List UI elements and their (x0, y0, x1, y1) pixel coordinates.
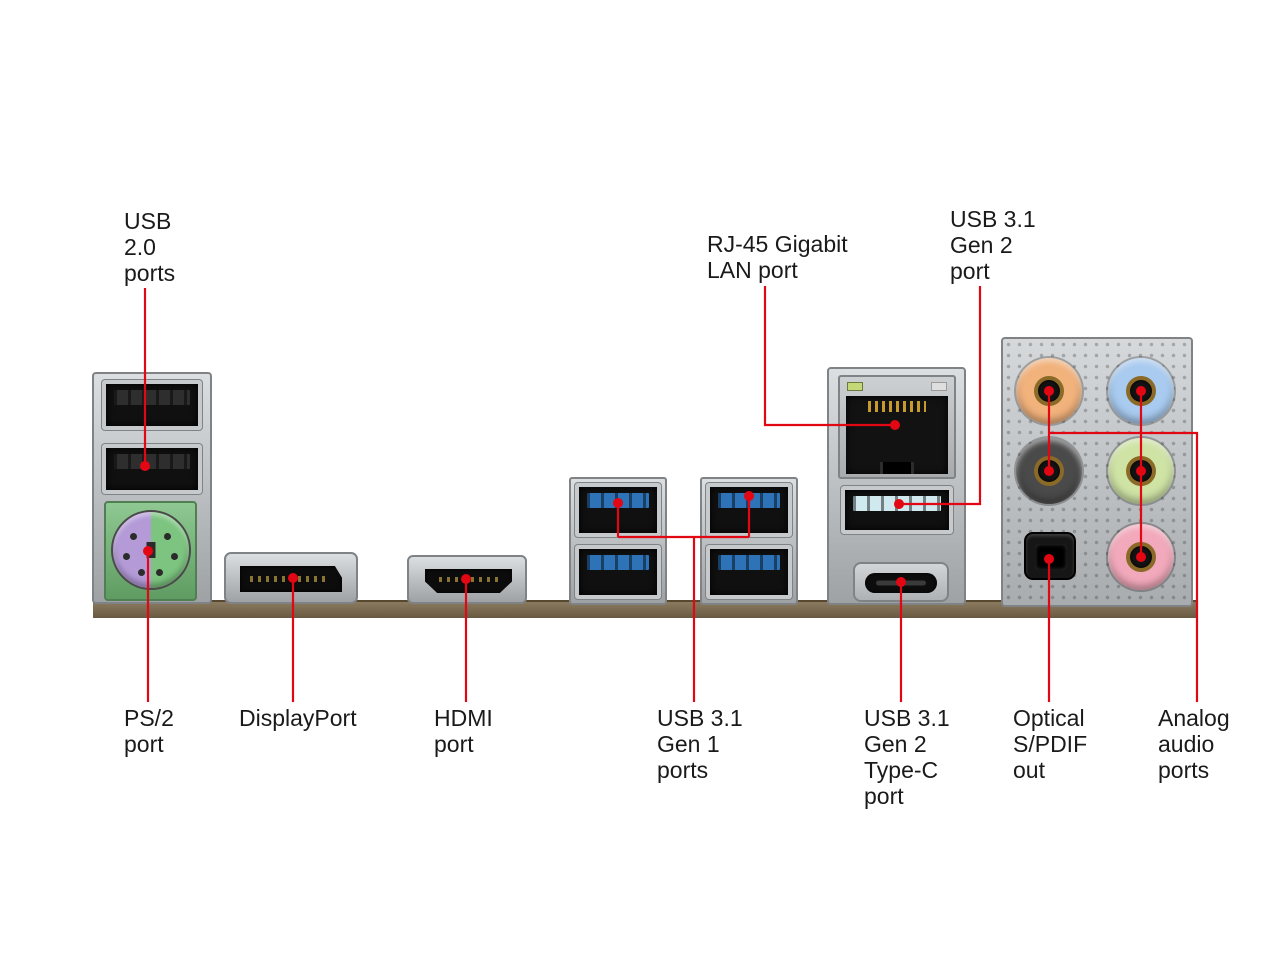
usb-3.1-gen2-port (841, 486, 953, 534)
audio-jack-black (1016, 438, 1082, 504)
usb3-tongue (587, 555, 649, 570)
jack-hole (1126, 376, 1156, 406)
label-usb-3.1-gen1-ports: USB 3.1 Gen 1 ports (657, 705, 743, 783)
jack-hole (1034, 376, 1064, 406)
lan-led-left (847, 382, 863, 391)
ps2-combo-port (111, 510, 191, 590)
usb-3.1-gen1-port-3 (706, 483, 792, 537)
displayport-contacts (250, 576, 330, 582)
displayport-slot (240, 566, 342, 592)
label-ps2-port: PS/2 port (124, 705, 174, 757)
audio-jack-orange (1016, 358, 1082, 424)
rj45-contacts (868, 401, 926, 412)
usb-2.0-port-top (102, 380, 202, 430)
usb-2.0-port-bottom (102, 444, 202, 494)
audio-jack-pink (1108, 524, 1174, 590)
rj45-opening (846, 396, 948, 474)
usb3-gen1-stack-2 (700, 477, 798, 605)
label-hdmi-port: HDMI port (434, 705, 493, 757)
hdmi-contacts (439, 577, 499, 582)
usb-3.1-gen1-port-2 (575, 545, 661, 599)
usb2-tongue (114, 454, 190, 469)
hdmi-port (407, 555, 527, 604)
type-c-slot (865, 573, 937, 593)
label-analog-audio-ports: Analog audio ports (1158, 705, 1230, 783)
optical-spdif-out (1024, 532, 1076, 580)
usb3-tongue (718, 493, 780, 508)
jack-hole (1034, 456, 1064, 486)
label-rj45-lan-port: RJ-45 Gigabit LAN port (707, 231, 848, 283)
usb-3.1-gen2-type-c-port (853, 562, 949, 602)
optical-opening (1035, 544, 1067, 570)
jack-hole (1126, 542, 1156, 572)
label-usb-3.1-gen2-port: USB 3.1 Gen 2 port (950, 206, 1036, 284)
usb-3.1-gen1-port-1 (575, 483, 661, 537)
hdmi-slot (425, 569, 512, 593)
audio-jack-blue (1108, 358, 1174, 424)
usb-gen2-tongue (853, 496, 941, 511)
label-optical-spdif-out: Optical S/PDIF out (1013, 705, 1088, 783)
usb-3.1-gen1-port-4 (706, 545, 792, 599)
type-c-tongue (876, 580, 926, 586)
ps2-key-slot (146, 542, 156, 558)
usb3-tongue (718, 555, 780, 570)
usb3-tongue (587, 493, 649, 508)
label-usb-2.0-ports: USB 2.0 ports (124, 208, 176, 286)
displayport (224, 552, 358, 604)
label-usb-3.1-gen2-type-c-port: USB 3.1 Gen 2 Type-C port (864, 705, 950, 809)
usb2-tongue (114, 390, 190, 405)
jack-hole (1126, 456, 1156, 486)
audio-jack-green (1108, 438, 1174, 504)
rj45-lan-port (838, 375, 956, 479)
lan-led-right (931, 382, 947, 391)
label-displayport: DisplayPort (239, 705, 357, 731)
usb3-gen1-stack-1 (569, 477, 667, 605)
rj45-latch-notch (880, 462, 914, 474)
